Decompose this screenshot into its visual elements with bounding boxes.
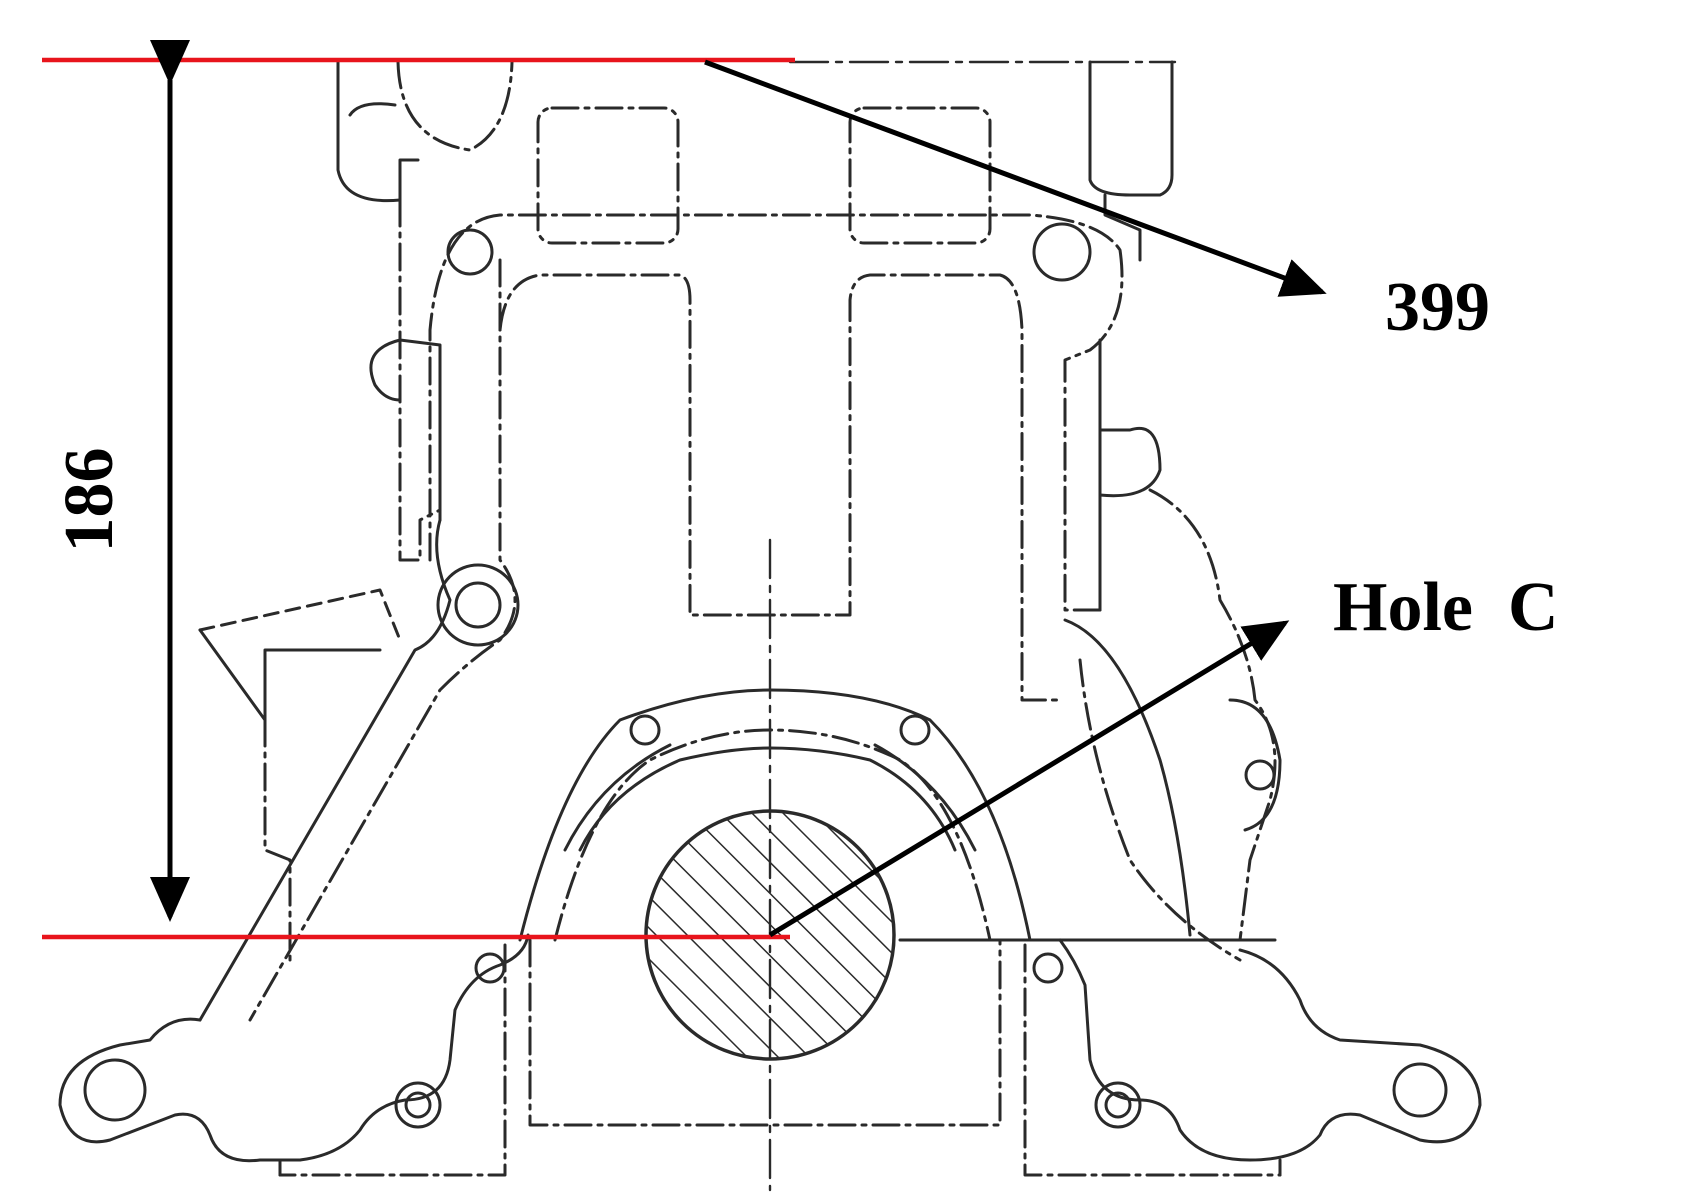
leader-arrow-hole-c (768, 620, 1290, 938)
hole-c-label: Hole C (1333, 569, 1559, 646)
block-outline (198, 60, 1282, 1022)
bottom-flange (58, 933, 1482, 1177)
leader-arrow-399 (704, 59, 1327, 297)
top-value-label: 399 (1385, 269, 1490, 346)
height-value-label: 186 (51, 448, 128, 553)
